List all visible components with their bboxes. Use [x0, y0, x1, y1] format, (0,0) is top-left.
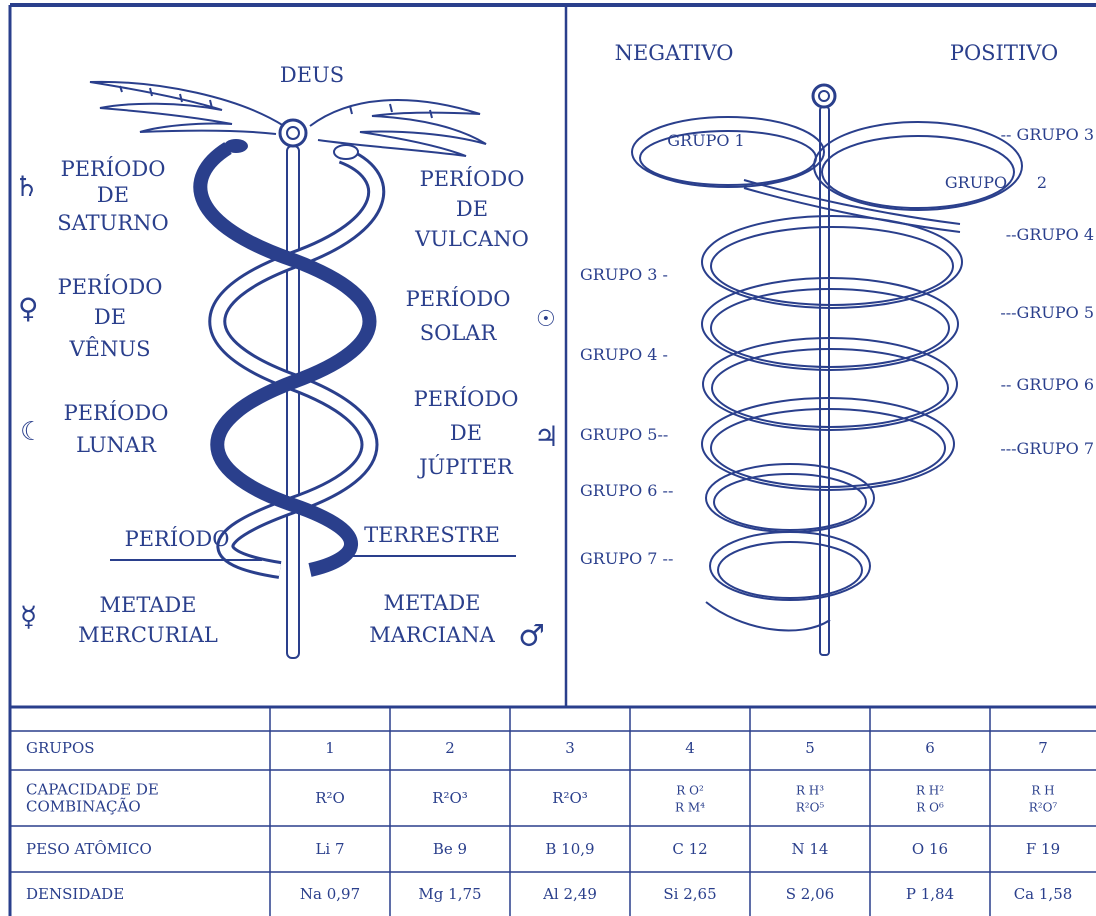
table-cell: N 14 — [792, 840, 829, 858]
table-cell: R H — [1031, 784, 1054, 798]
period-jupiter-line-1: PERÍODO — [414, 387, 519, 411]
left-group-3: GRUPO 3 - — [580, 265, 668, 284]
period-venus-line-3: VÊNUS — [69, 337, 151, 361]
table-cell: P 1,84 — [906, 885, 954, 903]
period-saturno-line-2: DE — [97, 183, 129, 207]
table-row-label: DENSIDADE — [26, 885, 124, 903]
caduceus-panel: DEUS ♄ PERÍODO DE SATURNO PERÍODO DE VUL… — [14, 63, 559, 658]
grupo-1-label: GRUPO 1 — [667, 131, 744, 150]
table-cell: R²O³ — [552, 789, 588, 807]
table-row-label: CAPACIDADE DE — [26, 781, 159, 799]
table-cell: Na 0,97 — [300, 885, 360, 903]
table-header-group: 2 — [445, 739, 455, 757]
right-group-4: --GRUPO 4 — [1006, 225, 1094, 244]
table-cell: R O⁶ — [916, 801, 944, 815]
table-row-label: COMBINAÇÃO — [26, 798, 141, 816]
positive-label: POSITIVO — [950, 41, 1058, 65]
frame — [10, 5, 1096, 916]
left-group-5: GRUPO 5-- — [580, 425, 668, 444]
moon-symbol-icon: ☾ — [20, 417, 43, 447]
right-group-3: -- GRUPO 3 — [1001, 125, 1094, 144]
period-vulcano-line-3: VULCANO — [414, 227, 529, 251]
left-group-6: GRUPO 6 -- — [580, 481, 673, 500]
metade-mercurial-line-2: MERCURIAL — [78, 623, 218, 647]
table-header-group: 6 — [925, 739, 935, 757]
sun-symbol-icon: ☉ — [536, 307, 556, 332]
period-venus-line-2: DE — [94, 305, 126, 329]
helix-loops — [702, 216, 962, 630]
left-group-7: GRUPO 7 -- — [580, 549, 673, 568]
table-cell: Li 7 — [315, 840, 344, 858]
mercury-symbol-icon: ☿ — [20, 600, 37, 633]
saturn-symbol-icon: ♄ — [14, 170, 39, 203]
table-cell: R²O⁷ — [1029, 801, 1058, 815]
mars-symbol-icon: ♂ — [518, 619, 545, 654]
period-jupiter-line-3: JÚPITER — [417, 454, 514, 479]
metade-marciana-line-2: MARCIANA — [369, 623, 495, 647]
period-solar-line-1: PERÍODO — [406, 287, 511, 311]
right-group-5: ---GRUPO 5 — [1000, 303, 1094, 322]
negative-label: NEGATIVO — [615, 41, 734, 65]
table-header-group: 7 — [1038, 739, 1048, 757]
table-cell: R M⁴ — [675, 801, 705, 815]
period-vulcano-line-1: PERÍODO — [420, 167, 525, 191]
left-group-4: GRUPO 4 - — [580, 345, 668, 364]
table-cell: B 10,9 — [545, 840, 594, 858]
table-header-label: GRUPOS — [26, 739, 95, 757]
venus-symbol-icon: ♀ — [18, 292, 38, 325]
deus-label: DEUS — [280, 63, 344, 87]
table-cell: Al 2,49 — [542, 885, 597, 903]
metade-marciana-line-1: METADE — [383, 591, 480, 615]
table-header-group: 3 — [565, 739, 575, 757]
table-header-group: 1 — [325, 739, 335, 757]
right-group-7: ---GRUPO 7 — [1000, 439, 1094, 458]
table-cell: Si 2,65 — [663, 885, 716, 903]
periodo-terrestre-left: PERÍODO — [125, 527, 230, 551]
period-lunar-line-1: PERÍODO — [64, 401, 169, 425]
periodo-terrestre-right: TERRESTRE — [364, 523, 500, 547]
table-header-group: 4 — [685, 739, 695, 757]
table-header-group: 5 — [805, 739, 815, 757]
table-cell: C 12 — [672, 840, 707, 858]
table-cell: Be 9 — [433, 840, 467, 858]
period-solar-line-2: SOLAR — [420, 321, 498, 345]
table-cell: O 16 — [912, 840, 948, 858]
period-jupiter-line-2: DE — [450, 421, 482, 445]
table-cell: Mg 1,75 — [418, 885, 481, 903]
table-cell: Ca 1,58 — [1014, 885, 1073, 903]
table-row-label: PESO ATÔMICO — [26, 840, 152, 858]
table-cell: R H² — [916, 784, 944, 798]
period-lunar-line-2: LUNAR — [76, 433, 157, 457]
period-saturno-line-3: SATURNO — [57, 211, 169, 235]
spiral-panel: NEGATIVO POSITIVO — [580, 41, 1094, 655]
table-cell: R²O — [315, 789, 345, 807]
table-cell: R O² — [676, 784, 704, 798]
table-cell: R²O³ — [432, 789, 468, 807]
table-cell: R²O⁵ — [796, 801, 825, 815]
grupo-2-number: 2 — [1037, 173, 1047, 192]
right-group-6: -- GRUPO 6 — [1001, 375, 1094, 394]
table-cell: F 19 — [1026, 840, 1060, 858]
table-cell: R H³ — [796, 784, 824, 798]
grupo-2-word: GRUPO — [945, 173, 1007, 192]
period-venus-line-1: PERÍODO — [58, 275, 163, 299]
table-cell: S 2,06 — [786, 885, 834, 903]
period-saturno-line-1: PERÍODO — [61, 157, 166, 181]
jupiter-symbol-icon: ♃ — [534, 420, 559, 453]
metade-mercurial-line-1: METADE — [99, 593, 196, 617]
serpents — [200, 139, 376, 570]
period-vulcano-line-2: DE — [456, 197, 488, 221]
